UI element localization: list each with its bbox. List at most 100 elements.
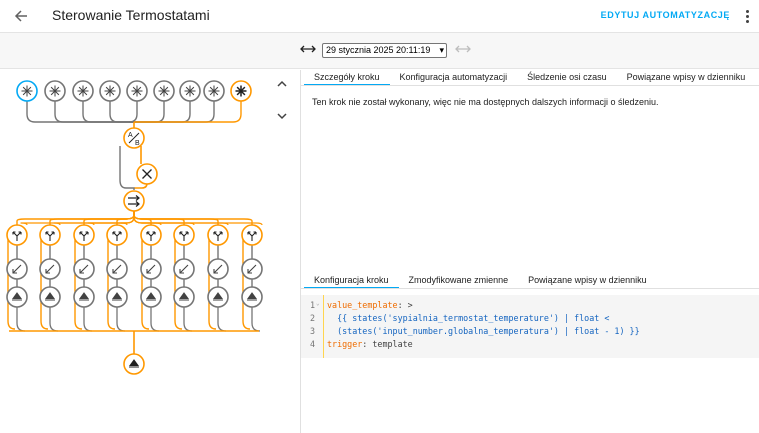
graph-edge: [174, 239, 183, 330]
choose-branch-node[interactable]: [140, 224, 162, 246]
call-split-icon: [213, 231, 223, 241]
graph-edge: [83, 307, 93, 332]
dots-vertical-icon: [745, 9, 749, 13]
choose-branch-node[interactable]: [6, 224, 28, 246]
previous-run-button[interactable]: [300, 42, 316, 58]
choose-branch-node[interactable]: [39, 224, 61, 246]
edit-automation-button[interactable]: EDYTUJ AUTOMATYZACJĘ: [600, 10, 730, 20]
asterisk-icon: [209, 86, 219, 96]
graph-edge: [251, 307, 261, 332]
eject-icon: [79, 292, 89, 301]
next-run-button[interactable]: [455, 42, 471, 58]
eject-icon: [129, 359, 139, 368]
trace-graph-svg: AB: [6, 80, 263, 375]
arrow-bottom-left-icon: [247, 264, 257, 274]
graph-edge: [134, 101, 165, 123]
code-line: trigger: template: [327, 339, 413, 349]
arrow-left-right-icon: [455, 45, 471, 53]
graph-edge: [150, 307, 160, 332]
yaml-code-editor[interactable]: 1 2 3 4 ⌄ value_template: > {{ states('s…: [301, 295, 759, 358]
back-button[interactable]: [10, 5, 32, 27]
top-app-bar: Sterowanie Termostatami EDYTUJ AUTOMATYZ…: [0, 0, 759, 32]
call-split-icon: [179, 231, 189, 241]
graph-edge: [120, 211, 135, 226]
graph-edge: [119, 179, 135, 190]
chevron-down-icon: ▾: [439, 45, 444, 55]
fold-chevron-icon[interactable]: ⌄: [316, 300, 320, 307]
step-tabs: Konfiguracja kroku Zmodyfikowane zmienne…: [304, 273, 657, 289]
arrow-bottom-left-icon: [45, 264, 55, 274]
condition-label-a: A: [128, 132, 133, 139]
tab-timeline[interactable]: Śledzenie osi czasu: [527, 72, 607, 82]
tab-logbook[interactable]: Powiązane wpisy w dzienniku: [626, 72, 746, 82]
previous-step-button[interactable]: [276, 78, 292, 94]
eject-icon: [213, 292, 223, 301]
graph-edge: [116, 307, 126, 332]
choose-branch-node[interactable]: [173, 224, 195, 246]
arrow-bottom-left-icon: [213, 264, 223, 274]
call-split-icon: [247, 231, 257, 241]
choose-branch-node[interactable]: [241, 224, 263, 246]
tab-step-details[interactable]: Szczegóły kroku: [304, 70, 390, 86]
eject-icon: [179, 292, 189, 301]
graph-edge: [7, 239, 16, 330]
graph-edge: [133, 211, 263, 226]
graph-edge: [208, 239, 217, 330]
call-split-icon: [12, 231, 22, 241]
tab-step-logbook[interactable]: Powiązane wpisy w dzienniku: [528, 275, 647, 285]
call-split-icon: [112, 231, 122, 241]
choose-branch-node[interactable]: [73, 224, 95, 246]
asterisk-icon: [159, 86, 169, 96]
arrow-bottom-left-icon: [179, 264, 189, 274]
parallel-node[interactable]: [123, 190, 145, 212]
line-number: 3: [309, 326, 315, 336]
asterisk-icon: [236, 86, 246, 96]
asterisk-icon: [22, 86, 32, 96]
graph-edge: [82, 101, 134, 123]
run-select-value: 29 stycznia 2025 20:11:19: [326, 45, 431, 55]
tabs-divider: [301, 85, 759, 86]
eject-icon: [247, 292, 257, 301]
panel-divider: [300, 70, 301, 433]
tab-automation-config[interactable]: Konfiguracja automatyzacji: [399, 72, 508, 82]
close-icon: [142, 169, 152, 179]
run-select[interactable]: 29 stycznia 2025 20:11:19 ▾: [322, 43, 447, 58]
chevron-up-icon: [277, 80, 287, 87]
next-step-button[interactable]: [276, 110, 292, 126]
step-not-executed-message: Ten krok nie został wykonany, więc nie m…: [312, 97, 659, 107]
graph-edge: [183, 307, 193, 332]
graph-edge: [134, 101, 242, 123]
asterisk-icon: [105, 86, 115, 96]
call-split-icon: [45, 231, 55, 241]
line-number: 4: [309, 339, 315, 349]
eject-icon: [45, 292, 55, 301]
asterisk-icon: [50, 86, 60, 96]
graph-edge: [16, 307, 26, 332]
asterisk-icon: [132, 86, 142, 96]
line-gutter: 1 2 3 4 ⌄: [301, 295, 323, 358]
graph-edge: [49, 307, 59, 332]
asterisk-icon: [78, 86, 88, 96]
choose-branch-node[interactable]: [207, 224, 229, 246]
arrow-bottom-left-icon: [146, 264, 156, 274]
tab-step-config[interactable]: Konfiguracja kroku: [304, 273, 399, 289]
parallel-icon: [128, 195, 140, 207]
eject-icon: [146, 292, 156, 301]
choose-branch-node[interactable]: [106, 224, 128, 246]
code-line: (states('input_number.globalna_temperatu…: [327, 326, 640, 336]
graph-edge: [128, 101, 138, 123]
tabs-divider: [301, 288, 759, 289]
call-split-icon: [79, 231, 89, 241]
graph-edge: [134, 101, 191, 123]
asterisk-icon: [185, 86, 195, 96]
code-line: value_template: >: [327, 300, 413, 310]
overflow-menu-button[interactable]: [739, 6, 755, 26]
graph-edge: [134, 101, 215, 123]
condition-divider: [128, 132, 140, 144]
eject-icon: [12, 292, 22, 301]
code-line: {{ states('sypialnia_termostat_temperatu…: [327, 313, 610, 323]
arrow-bottom-left-icon: [79, 264, 89, 274]
tab-changed-variables[interactable]: Zmodyfikowane zmienne: [408, 275, 509, 285]
graph-edge: [74, 239, 83, 330]
